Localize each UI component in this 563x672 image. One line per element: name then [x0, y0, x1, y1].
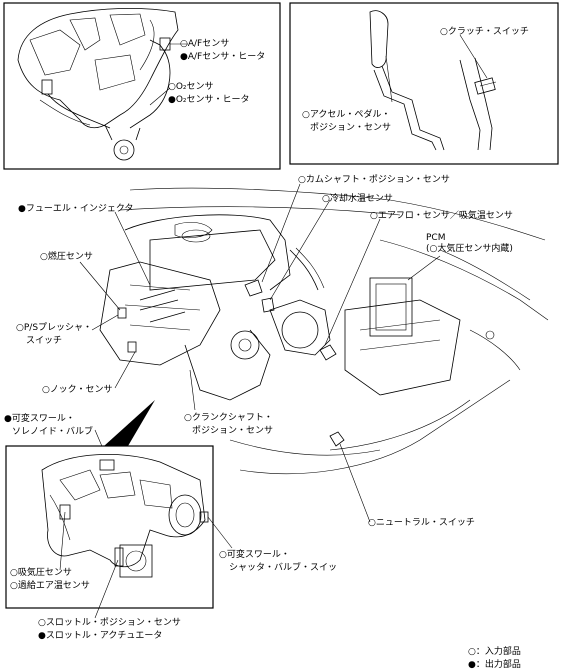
pedal-inset-frame — [289, 2, 559, 165]
label-af-sensor: ○A/Fセンサ — [180, 38, 229, 49]
label-clutch-switch: ○クラッチ・スイッチ — [440, 26, 529, 37]
label-swirl-solenoid-1: ●可変スワール・ — [4, 412, 75, 424]
label-map-sensor: ○吸気圧センサ — [10, 566, 72, 578]
legend: ○：入力部品 ●：出力部品 — [468, 645, 521, 670]
main-labels: ○カムシャフト・ポジション・センサ ○冷却水温センサ ●フューエル・インジェクタ… — [16, 174, 513, 528]
label-throttle-actuator: ●スロットル・アクチュエータ — [38, 630, 162, 641]
label-ps-pressure-switch-2: スイッチ — [26, 335, 62, 346]
label-crankshaft-position-1: ○クランクシャフト・ — [184, 412, 273, 423]
label-fuel-pressure-sensor: ○燃圧センサ — [40, 250, 93, 262]
legend-input-parts: ○：入力部品 — [468, 645, 521, 657]
label-o2-sensor: ○O₂センサ — [168, 81, 214, 92]
label-coolant-temp: ○冷却水温センサ — [322, 192, 393, 204]
intake-inset: ○吸気圧センサ ○過給エア温センサ — [5, 445, 214, 619]
label-accel-pedal-2: ポジション・センサ — [310, 122, 391, 133]
exhaust-inset-frame — [3, 2, 281, 170]
label-camshaft-position: ○カムシャフト・ポジション・センサ — [298, 174, 450, 185]
label-boost-air-temp: ○過給エア温センサ — [10, 579, 90, 591]
exhaust-manifold-drawing — [17, 8, 179, 161]
label-af-sensor-heater: ●A/Fセンサ・ヒータ — [180, 51, 265, 62]
label-ps-pressure-switch-1: ○P/Sプレッシャ・ — [16, 322, 92, 333]
label-accel-pedal-1: ○アクセル・ペダル・ — [302, 108, 390, 120]
label-o2-sensor-heater: ●O₂センサ・ヒータ — [168, 94, 250, 105]
label-neutral-switch: ○ニュートラル・スイッチ — [368, 517, 475, 528]
label-knock-sensor: ○ノック・センサ — [42, 384, 113, 395]
label-crankshaft-position-2: ポジション・センサ — [192, 425, 273, 436]
label-swirl-valve-switch-2: シャッタ・バルブ・スイッ — [229, 561, 337, 573]
pedal-inset: ○クラッチ・スイッチ ○アクセル・ペダル・ ポジション・センサ — [289, 2, 559, 165]
label-fuel-injector: ●フューエル・インジェクタ — [18, 203, 134, 214]
label-swirl-valve-switch-1: ○可変スワール・ — [219, 548, 290, 560]
label-airflow-sensor: ○エアフロ・センサ／吸気温センサ — [370, 209, 513, 221]
label-swirl-solenoid-2: ソレノイド・バルブ — [12, 425, 93, 437]
label-pcm-barometric: (○大気圧センサ内蔵) — [426, 242, 513, 254]
label-throttle-position: ○スロットル・ポジション・センサ — [38, 617, 181, 628]
engine-bay-drawing — [99, 187, 549, 474]
label-pcm: PCM — [426, 233, 445, 243]
exhaust-sensor-inset: ○A/Fセンサ ●A/Fセンサ・ヒータ ○O₂センサ ●O₂センサ・ヒータ — [3, 2, 281, 170]
legend-output-parts: ●：出力部品 — [468, 658, 521, 670]
callout-pointer — [104, 400, 155, 446]
